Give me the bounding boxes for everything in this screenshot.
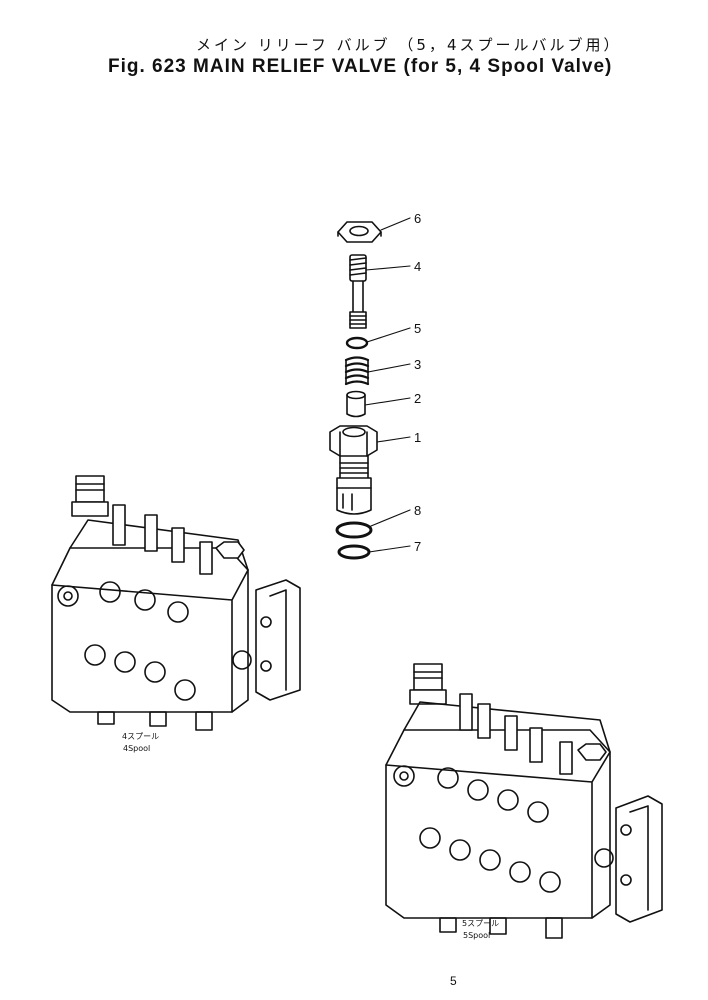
callout-leaders: [364, 217, 411, 553]
callout-8: 8: [414, 503, 421, 518]
part-5-o-ring: [345, 336, 369, 350]
callout-6: 6: [414, 211, 421, 226]
page-number: 5: [450, 974, 457, 988]
four-spool-caption-en: 4Spool: [123, 744, 150, 753]
callout-4: 4: [414, 259, 421, 274]
callout-5: 5: [414, 321, 421, 336]
callout-1: 1: [414, 430, 421, 445]
part-2-piston: [346, 390, 366, 418]
five-spool-valve-assembly: [385, 663, 663, 939]
figure-title-japanese: メイン リリーフ バルブ （5，4スプールバルブ用）: [196, 36, 622, 54]
callout-7: 7: [414, 539, 421, 554]
figure-title-english: Fig. 623 MAIN RELIEF VALVE (for 5, 4 Spo…: [108, 56, 613, 77]
part-6-hex-nut: [337, 221, 382, 243]
part-8-backup-ring: [335, 521, 373, 539]
five-spool-caption-jp: 5スプール: [462, 919, 499, 928]
part-1-valve-body: [329, 425, 378, 515]
part-3-spring: [344, 356, 370, 386]
four-spool-valve-assembly: [51, 475, 301, 731]
part-7-o-ring: [337, 544, 371, 560]
callout-2: 2: [414, 391, 421, 406]
callout-3: 3: [414, 357, 421, 372]
part-4-poppet-stem: [349, 254, 367, 329]
five-spool-caption-en: 5Spool: [463, 931, 490, 940]
four-spool-caption-jp: 4スプール: [122, 732, 159, 741]
